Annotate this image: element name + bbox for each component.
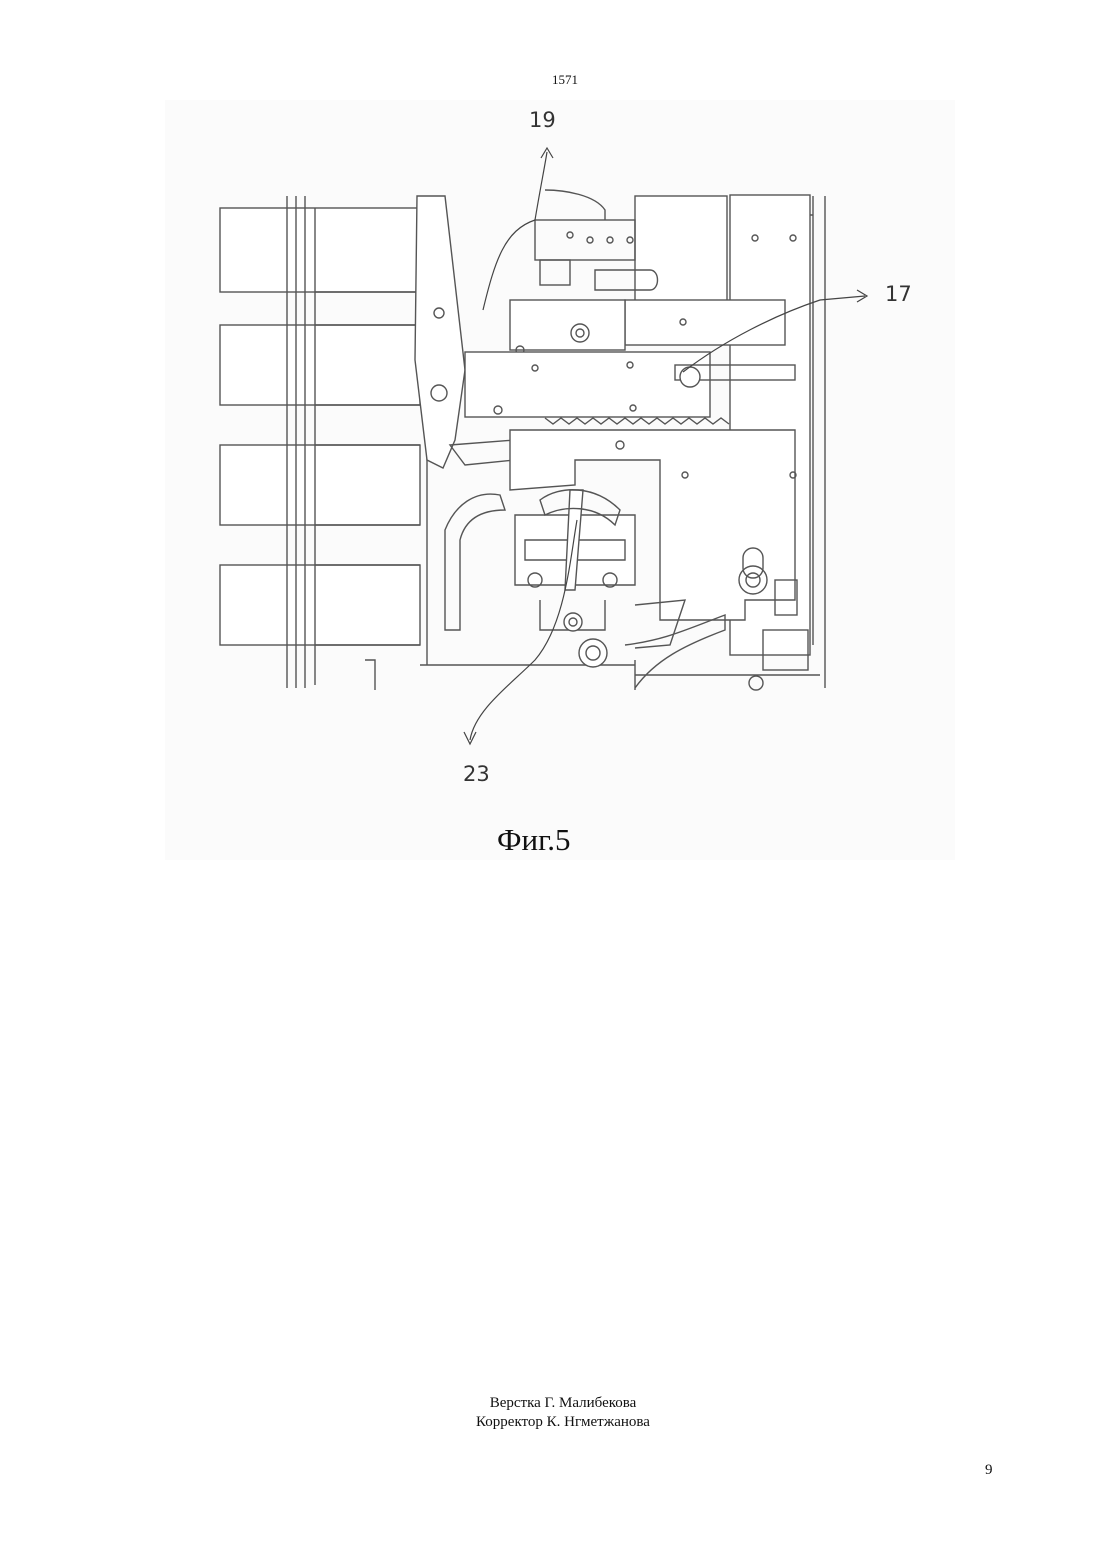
callout-19-label: 19	[529, 108, 556, 132]
document-number: 1571	[0, 72, 1100, 88]
mechanism-technical-drawing	[165, 100, 955, 860]
callout-23-label: 23	[463, 762, 490, 786]
page-number: 9	[985, 1462, 993, 1479]
figure-5-drawing: 19 17 23	[165, 100, 955, 860]
callout-17-label: 17	[885, 282, 912, 306]
corrector-credit: Корректор К. Нгметжанова	[0, 1413, 1100, 1432]
cylinder-stack	[220, 196, 420, 688]
credits-block: Верстка Г. Малибекова Корректор К. Нгмет…	[0, 1394, 1100, 1432]
figure-caption: Фиг.5	[497, 822, 571, 858]
layout-credit: Верстка Г. Малибекова	[0, 1394, 1100, 1413]
lever-arm	[415, 196, 515, 468]
